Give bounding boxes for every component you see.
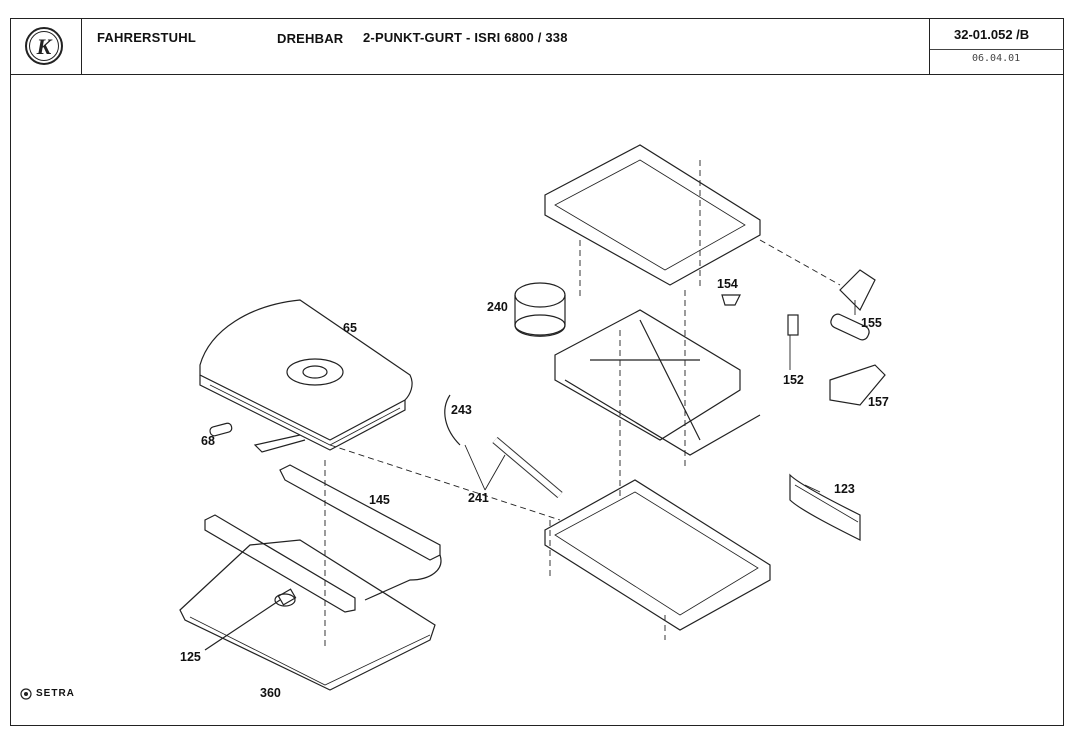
kassbohrer-logo-icon: K: [25, 27, 63, 65]
drawing-frame: [10, 18, 1064, 726]
cable-243: [444, 394, 461, 446]
bracket-155: [830, 269, 876, 341]
air-spring-240: [514, 282, 566, 337]
shock-absorber-241: [492, 436, 563, 499]
lever-125: [204, 588, 297, 651]
upper-frame: [544, 144, 761, 286]
logo-cell: K: [10, 18, 82, 74]
callout-243: 243: [451, 403, 472, 417]
callout-157: 157: [868, 395, 889, 409]
setra-footer-logo: SETRA: [20, 687, 74, 705]
lower-frame: [544, 479, 771, 631]
callout-125: 125: [180, 650, 201, 664]
pin-68: [209, 422, 233, 437]
bracket-157: [829, 364, 886, 406]
callout-154: 154: [717, 277, 738, 291]
callout-123: 123: [834, 482, 855, 496]
callout-145: 145: [369, 493, 390, 507]
callout-68: 68: [201, 434, 215, 448]
construction-lines: [324, 160, 841, 650]
part-name: FAHRERSTUHL: [97, 30, 196, 45]
part-123: [789, 473, 861, 541]
title-block: K FAHRERSTUHL DREHBAR 2-PUNKT-GURT - ISR…: [10, 18, 1064, 75]
base-plate-360: [179, 539, 436, 691]
leader-lines: [464, 300, 856, 493]
part-154: [721, 294, 741, 306]
number-divider: [930, 49, 1064, 50]
drawing-number: 32-01.052 /B: [954, 27, 1030, 42]
rail-145: [204, 464, 442, 613]
number-cell: 32-01.052 /B 06.04.01: [929, 18, 1064, 74]
guide-152: [787, 314, 799, 336]
setra-logo-icon: [20, 688, 32, 700]
callout-240: 240: [487, 300, 508, 314]
callout-65: 65: [343, 321, 357, 335]
description: 2-PUNKT-GURT - ISRI 6800 / 338: [363, 30, 568, 45]
drawing-date: 06.04.01: [972, 53, 1021, 64]
callout-360: 360: [260, 686, 281, 700]
callout-155: 155: [861, 316, 882, 330]
setra-brand: SETRA: [36, 688, 75, 699]
variant: DREHBAR: [277, 31, 344, 46]
logo-letter: K: [36, 34, 53, 59]
callout-241: 241: [468, 491, 489, 505]
scissor-mechanism: [554, 309, 761, 456]
callout-152: 152: [783, 373, 804, 387]
